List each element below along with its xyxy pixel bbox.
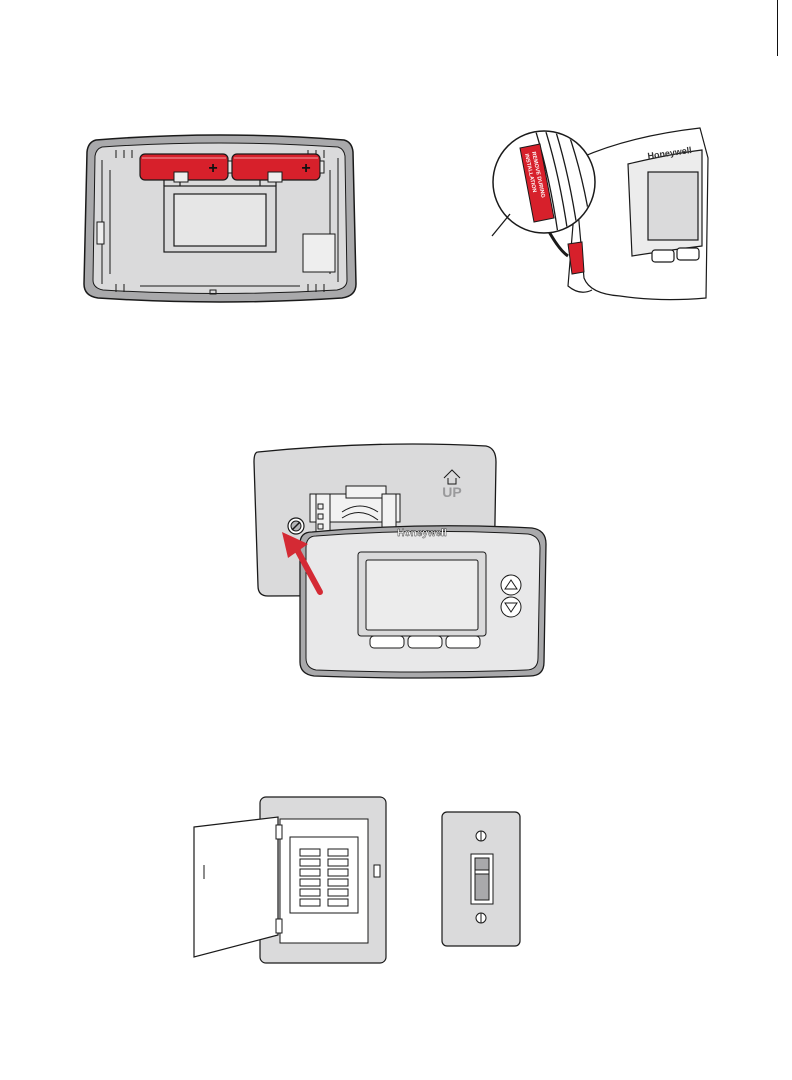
callout-leader-line bbox=[492, 214, 510, 236]
battery-right-polarity: + bbox=[301, 160, 310, 177]
switch-toggle bbox=[471, 854, 493, 904]
magnifier-callout: REMOVE DURING INSTALLATION bbox=[493, 131, 595, 234]
soft-button-1 bbox=[370, 636, 404, 648]
crop-mark bbox=[777, 0, 778, 56]
up-arrow-button bbox=[501, 575, 521, 595]
battery-left: + bbox=[140, 154, 232, 182]
down-arrow-button bbox=[501, 597, 521, 617]
thermostat-front: Honeywell bbox=[300, 526, 546, 678]
side-installation-tab bbox=[568, 242, 584, 274]
wallplate-screw bbox=[288, 518, 304, 534]
battery-left-polarity: + bbox=[208, 160, 217, 177]
display-screen bbox=[358, 552, 486, 636]
switch-plate-screw-bottom bbox=[476, 913, 486, 923]
soft-button-2 bbox=[408, 636, 442, 648]
figure-thermostat-side-tab: Honeywell REMOVE DURING INSTALLATION bbox=[480, 118, 710, 308]
figure-breaker-panel bbox=[190, 795, 390, 965]
panel-door bbox=[194, 817, 282, 957]
battery-right: + bbox=[232, 154, 324, 182]
soft-button-3 bbox=[446, 636, 480, 648]
up-indicator-label: UP bbox=[442, 484, 461, 500]
figure-thermostat-back-batteries: + + bbox=[80, 134, 360, 306]
battery-bracket bbox=[164, 176, 276, 252]
figure-light-switch bbox=[440, 810, 524, 950]
figure-thermostat-wallplate: UP Honeywell bbox=[250, 440, 550, 680]
front-brand-logo: Honeywell bbox=[397, 528, 447, 539]
switch-plate-screw-top bbox=[476, 831, 486, 841]
